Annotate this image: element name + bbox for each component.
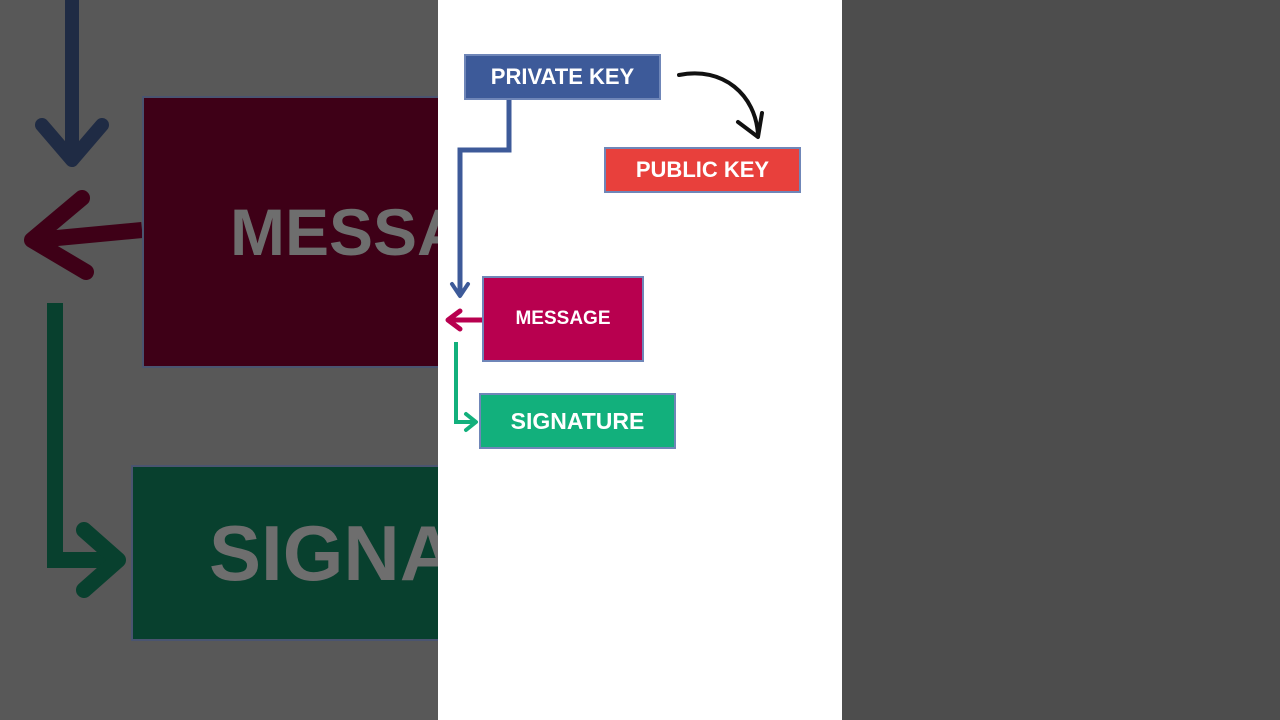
background-right xyxy=(842,0,1280,720)
blurred-arrows xyxy=(24,0,143,598)
magenta-arrowhead xyxy=(445,308,463,332)
blurred-signature-label: SIGNA xyxy=(209,508,438,597)
diagram-stage: PRIVATE KEY PUBLIC KEY MESSAGE SIGNATURE xyxy=(438,0,842,720)
diagram-connectors xyxy=(445,71,764,432)
blue-arrowhead xyxy=(450,282,470,298)
blurred-background-left: MESSA SIGNA xyxy=(0,0,438,720)
signature-label: SIGNATURE xyxy=(510,407,645,434)
private-key-node: PRIVATE KEY xyxy=(464,54,661,100)
private-key-label: PRIVATE KEY xyxy=(490,64,635,89)
elbow-arrow-private-to-message xyxy=(457,100,512,294)
curved-arrow-private-to-public xyxy=(677,71,760,137)
elbow-arrow-message-to-signature xyxy=(454,342,474,424)
message-label: MESSAGE xyxy=(515,308,611,329)
signature-node: SIGNATURE xyxy=(479,393,676,449)
message-node: MESSAGE xyxy=(482,276,644,362)
blurred-message-box: MESSA xyxy=(142,96,438,368)
public-key-node: PUBLIC KEY xyxy=(604,147,801,193)
public-key-label: PUBLIC KEY xyxy=(635,157,770,182)
green-arrowhead xyxy=(464,412,478,432)
blurred-signature-box: SIGNA xyxy=(131,465,438,641)
curved-arrowhead xyxy=(736,111,764,139)
blurred-message-label: MESSA xyxy=(230,195,438,269)
